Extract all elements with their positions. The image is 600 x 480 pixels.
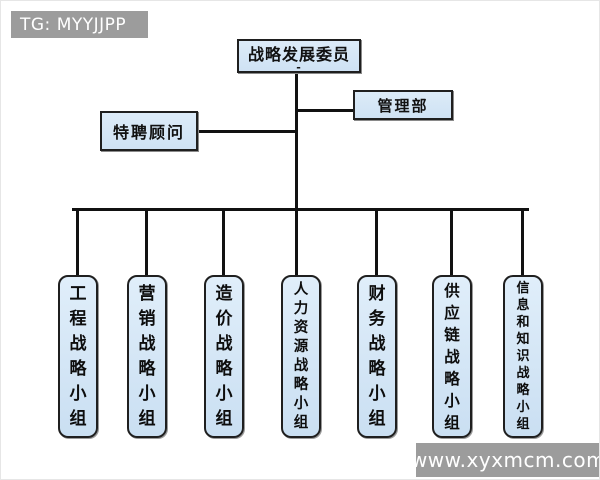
org-node-group-marketing: 营销战略小组 bbox=[127, 275, 167, 438]
connector-drop-line-4 bbox=[295, 210, 298, 276]
watermark-bottom-right-text: www.xyxmcm.com bbox=[410, 448, 600, 472]
connector-bus-line bbox=[72, 208, 529, 211]
org-node-group-supply-chain: 供应链战略小组 bbox=[432, 275, 472, 438]
group-label: 营销战略小组 bbox=[138, 283, 156, 429]
connector-drop-line-1 bbox=[76, 210, 79, 276]
org-node-group-info-knowledge: 信息和知识战略小组 bbox=[503, 275, 543, 438]
connector-drop-line-3 bbox=[222, 210, 225, 276]
connector-drop-line-2 bbox=[145, 210, 148, 276]
org-node-advisor: 特聘顾问 bbox=[100, 111, 198, 151]
connector-drop-line-6 bbox=[450, 210, 453, 276]
connector-drop-line-5 bbox=[375, 210, 378, 276]
group-label: 工程战略小组 bbox=[69, 283, 87, 429]
org-node-root-sub: - bbox=[296, 61, 302, 74]
group-label: 供应链战略小组 bbox=[444, 281, 460, 432]
org-node-group-engineering: 工程战略小组 bbox=[58, 275, 98, 438]
org-node-root: 战略发展委员 - bbox=[237, 39, 361, 73]
org-node-management-label: 管理部 bbox=[377, 96, 429, 115]
connector-trunk-line bbox=[295, 73, 298, 210]
org-node-group-hr: 人力资源战略小组 bbox=[281, 275, 321, 438]
watermark-bottom-right: www.xyxmcm.com bbox=[411, 443, 599, 477]
watermark-top-left: TG: MYYJJPP bbox=[11, 11, 148, 38]
connector-drop-line-7 bbox=[521, 210, 524, 276]
group-label: 财务战略小组 bbox=[368, 283, 386, 429]
connector-management-line bbox=[295, 109, 353, 112]
org-node-group-finance: 财务战略小组 bbox=[357, 275, 397, 438]
org-node-root-label: 战略发展委员 bbox=[247, 45, 350, 64]
group-label: 信息和知识战略小组 bbox=[516, 281, 530, 432]
group-label: 人力资源战略小组 bbox=[293, 281, 309, 431]
group-label: 造价战略小组 bbox=[215, 283, 233, 429]
watermark-top-left-text: TG: MYYJJPP bbox=[20, 14, 127, 35]
org-node-advisor-label: 特聘顾问 bbox=[112, 123, 185, 142]
org-node-management: 管理部 bbox=[353, 90, 453, 120]
connector-advisor-line bbox=[198, 130, 297, 133]
org-node-group-cost: 造价战略小组 bbox=[204, 275, 244, 438]
